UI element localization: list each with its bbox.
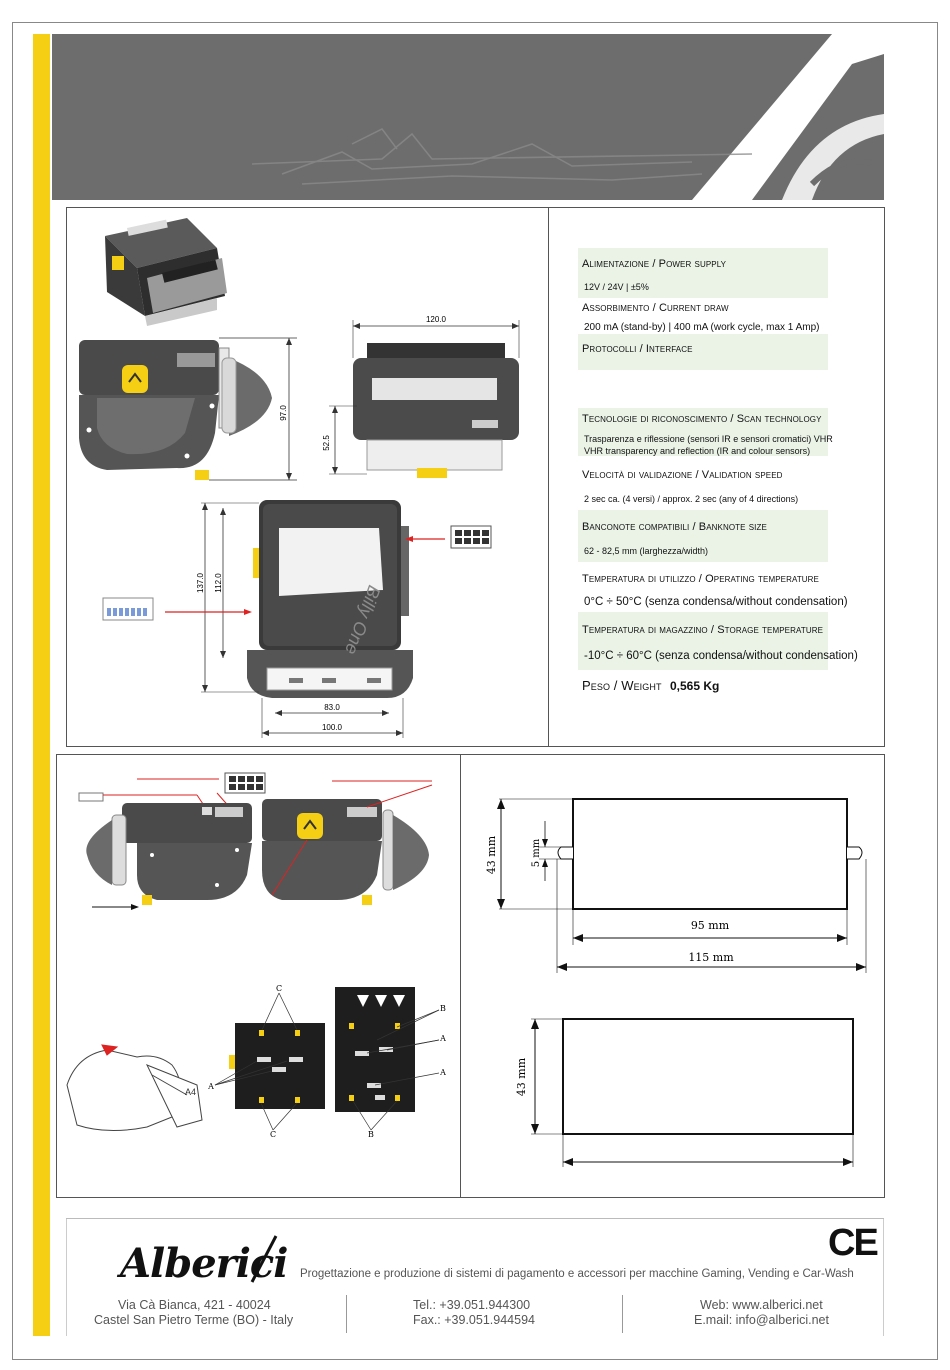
footer-divider [346, 1295, 347, 1333]
label-b-top: B [440, 1004, 446, 1013]
drawings-panel: 97.0 120.0 52.5 [66, 207, 549, 747]
rear-view-drawing [86, 803, 252, 910]
label-b-bottom: B [368, 1130, 374, 1139]
footer-divider [622, 1295, 623, 1333]
hand-illustration: A4 [66, 1044, 203, 1132]
connector-board-c [214, 992, 325, 1131]
footer [66, 1218, 884, 1337]
logo-slash-icon [250, 1235, 278, 1283]
footer-address-2: Castel San Pietro Terme (BO) - Italy [94, 1313, 294, 1327]
svg-text:A4: A4 [185, 1087, 196, 1097]
label-c-top: C [276, 984, 282, 993]
spec-shade [578, 248, 828, 298]
cutout-outer-width: 115 mm [688, 951, 734, 964]
label-c-bottom: C [270, 1130, 276, 1139]
banner-graphic [251, 34, 884, 200]
spec-shade [578, 510, 828, 562]
accent-bar [33, 34, 50, 1336]
connectors-panel: A4 C A [56, 754, 461, 1198]
spec-speed-label: Velocità di validazione / Validation spe… [582, 469, 783, 481]
dim-height-outer: 137.0 [196, 572, 205, 593]
spec-shade [578, 408, 828, 456]
spec-weight-value: 0,565 Kg [670, 679, 720, 693]
spec-sttemp-label: Temperatura di magazzino / Storage tempe… [582, 624, 824, 636]
dim-height-inner: 112.0 [214, 573, 223, 593]
spec-optemp-value: 0°C ÷ 50°C (senza condensa/without conde… [584, 596, 848, 608]
spec-optemp-label: Temperatura di utilizzo / Operating temp… [582, 573, 819, 585]
cutout-height-1: 43 mm [485, 835, 498, 874]
spec-power-label: Alimentazione / Power supply [582, 258, 727, 270]
spec-shade [578, 612, 828, 670]
connector-board-b [335, 987, 440, 1131]
label-a-right-2: A [439, 1068, 446, 1077]
dim-width-top: 120.0 [426, 315, 447, 324]
spec-power-value: 12V / 24V | ±5% [584, 282, 649, 292]
footer-fax: Fax.: +39.051.944594 [413, 1313, 535, 1327]
spec-protocol-label: Protocolli / Interface [582, 343, 693, 355]
footer-tagline: Progettazione e produzione di sistemi di… [300, 1268, 854, 1280]
connector-drawings: A4 C A [66, 772, 446, 1139]
spec-banknote-value: 62 - 82,5 mm (larghezza/width) [584, 546, 709, 556]
spec-shade [578, 334, 828, 370]
dim-width-inner: 83.0 [324, 703, 340, 712]
product-brand: BILLYONE [292, 574, 366, 591]
spec-scan-value-2: VHR transparency and reflection (IR and … [584, 446, 811, 456]
top-view-drawing [102, 500, 492, 738]
spec-banknote-label: Banconote compatibili / Banknote size [582, 521, 767, 533]
header-banner [52, 34, 884, 200]
page-frame [12, 22, 938, 1360]
side-view-drawing [79, 337, 297, 481]
technical-drawings: 97.0 120.0 52.5 [79, 218, 520, 738]
dim-width-outer: 100.0 [322, 723, 343, 732]
dim-height-front: 52.5 [322, 435, 331, 451]
label-a-right-1: A [439, 1034, 446, 1043]
label-a-left: A [207, 1082, 214, 1091]
cutout-drawings: 43 mm 5 mm 95 mm 115 mm 43 mm [485, 798, 867, 1167]
footer-address-1: Via Cà Bianca, 421 - 40024 [118, 1298, 271, 1312]
spec-scan-label: Tecnologie di riconoscimento / Scan tech… [582, 413, 822, 425]
footer-tel: Tel.: +39.051.944300 [413, 1298, 531, 1312]
cutout-height-2: 43 mm [515, 1057, 528, 1096]
cutout-panel: 43 mm 5 mm 95 mm 115 mm 43 mm [460, 754, 885, 1198]
spec-scan-value-1: Trasparenza e riflessione (sensori IR e … [584, 434, 833, 444]
spec-current-label: Assorbimento / Current draw [582, 302, 729, 314]
ce-mark: CE [828, 1222, 879, 1264]
spec-current-value: 200 mA (stand-by) | 400 mA (work cycle, … [584, 322, 820, 333]
product-photo [105, 218, 227, 326]
side-view-yellow-drawing [262, 780, 433, 905]
front-view-drawing [329, 320, 520, 478]
footer-web[interactable]: Web: www.alberici.net [700, 1298, 823, 1312]
footer-email[interactable]: E.mail: info@alberici.net [694, 1313, 829, 1327]
spec-speed-value: 2 sec ca. (4 versi) / approx. 2 sec (any… [584, 494, 799, 504]
cutout-slot: 5 mm [531, 838, 542, 867]
dim-height-side: 97.0 [279, 405, 288, 421]
spec-sttemp-value: -10°C ÷ 60°C (senza condensa/without con… [584, 650, 858, 662]
cutout-inner-width: 95 mm [691, 919, 730, 932]
spec-weight-label: Peso / Weight [582, 678, 662, 693]
footer-box [66, 1219, 884, 1336]
